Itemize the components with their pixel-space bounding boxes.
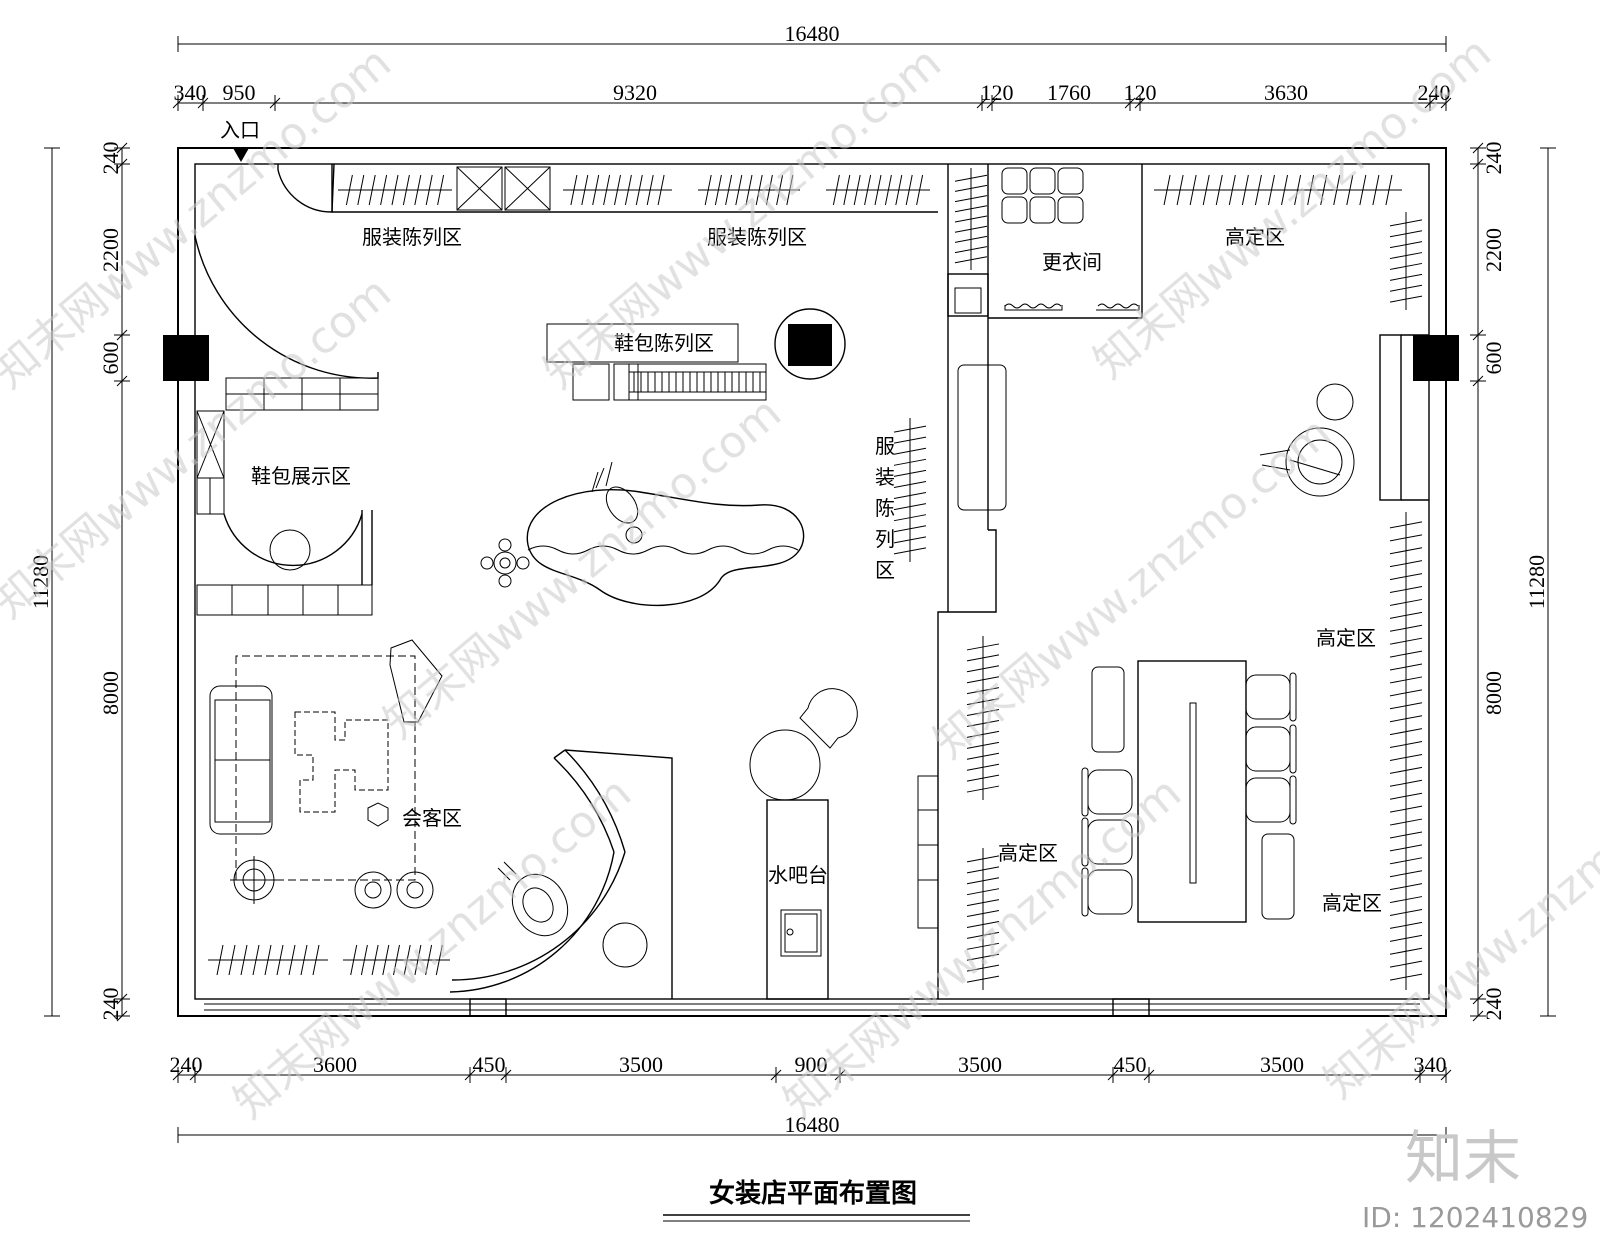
zone-water-bar: 水吧台 (768, 863, 828, 887)
zone-shoe-bag-show: 鞋包展示区 (251, 464, 351, 488)
shoe-bag-show-zone (194, 235, 379, 616)
dim-top-6: 120 (1124, 80, 1157, 105)
zone-fitting-room: 更衣间 (1042, 250, 1102, 274)
dim-top-total: 16480 (785, 21, 840, 46)
zone-couture-top: 高定区 (1225, 225, 1285, 249)
dim-left-total: 11280 (28, 555, 53, 609)
entrance-door[interactable] (233, 148, 335, 213)
svg-text:知末网www.znzmo.com: 知末网www.znzmo.com (924, 407, 1341, 768)
dim-top-1: 340 (174, 80, 207, 105)
dim-bottom-6: 3500 (958, 1052, 1002, 1077)
svg-text:区: 区 (875, 558, 895, 582)
reception-furniture (209, 639, 443, 909)
dim-right-5: 240 (1481, 988, 1506, 1021)
dim-bottom-8: 3500 (1260, 1052, 1304, 1077)
watermark: 知末网www.znzmo.com 知末网www.znzmo.com 知末网www… (0, 27, 1600, 1128)
low-shelf (917, 775, 939, 929)
dim-bottom-2: 3600 (313, 1052, 357, 1077)
dim-left-1: 240 (98, 142, 123, 175)
dim-left-2: 2200 (98, 228, 123, 272)
drawing-title: 女装店平面布置图 (709, 1178, 917, 1209)
watermark-id: ID: 1202410829 (1362, 1201, 1588, 1234)
svg-text:知末网www.znzmo.com: 知末网www.znzmo.com (534, 37, 951, 398)
hanging-racks (208, 168, 1423, 990)
dim-right-4: 8000 (1481, 671, 1506, 715)
dim-bottom-1: 240 (170, 1052, 203, 1077)
dimension-lines (44, 36, 1556, 1143)
zone-couture-middle: 高定区 (998, 841, 1058, 865)
zone-couture-right-upper: 高定区 (1316, 626, 1376, 650)
central-display-island (480, 461, 805, 607)
fitting-room (1001, 167, 1140, 311)
mannequin-icon (591, 461, 643, 544)
dim-top-4: 120 (981, 80, 1014, 105)
dim-bottom-total: 16480 (785, 1112, 840, 1137)
entrance-label: 入口 (220, 118, 260, 142)
dim-left-4: 8000 (98, 671, 123, 715)
zone-clothing-display-2: 服装陈列区 (707, 225, 807, 249)
zone-shoe-bag-display: 鞋包陈列区 (614, 331, 714, 355)
couture-meeting-table (1081, 660, 1297, 923)
dim-bottom-4: 3500 (619, 1052, 663, 1077)
svg-text:陈: 陈 (875, 496, 895, 520)
zone-clothing-display-1: 服装陈列区 (362, 225, 462, 249)
top-wall-cabinet (331, 164, 938, 213)
small-table-chairs (480, 538, 530, 588)
dim-right-2: 2200 (1481, 228, 1506, 272)
interior-partitions (937, 164, 1429, 999)
svg-text:装: 装 (875, 465, 895, 489)
zone-reception: 会客区 (402, 806, 462, 830)
svg-text:知末网www.znzmo.com: 知末网www.znzmo.com (374, 387, 791, 748)
shoe-bag-display-stand (546, 308, 846, 401)
dim-bottom-3: 450 (473, 1052, 506, 1077)
dim-top-8: 240 (1418, 80, 1451, 105)
dim-bottom-7: 450 (1114, 1052, 1147, 1077)
cashier-counter (449, 749, 673, 999)
dim-left-3: 600 (98, 342, 123, 375)
svg-text:服: 服 (875, 434, 895, 458)
water-bar (749, 688, 858, 1000)
lounge-chair-icon (1259, 383, 1355, 497)
svg-text:知末网www.znzmo.com: 知末网www.znzmo.com (1314, 747, 1600, 1108)
zone-couture-right-lower: 高定区 (1322, 891, 1382, 915)
column-right (1413, 335, 1459, 381)
dim-top-2: 950 (223, 80, 256, 105)
column-left (163, 335, 209, 381)
entrance-arrow-icon (233, 148, 249, 162)
dim-top-3: 9320 (613, 80, 657, 105)
dim-left-5: 240 (98, 988, 123, 1021)
zone-clothing-vertical: 服 装 陈 列 区 (875, 434, 895, 582)
svg-text:列: 列 (875, 527, 895, 551)
dim-bottom-5: 900 (795, 1052, 828, 1077)
dim-top-7: 3630 (1264, 80, 1308, 105)
cashier-chair-icon (497, 861, 569, 937)
watermark-brand: 知末 (1405, 1124, 1521, 1192)
dim-right-total: 11280 (1524, 555, 1549, 609)
dim-right-1: 240 (1481, 142, 1506, 175)
dim-right-3: 600 (1481, 342, 1506, 375)
dim-bottom-9: 340 (1414, 1052, 1447, 1077)
dim-top-5: 1760 (1047, 80, 1091, 105)
